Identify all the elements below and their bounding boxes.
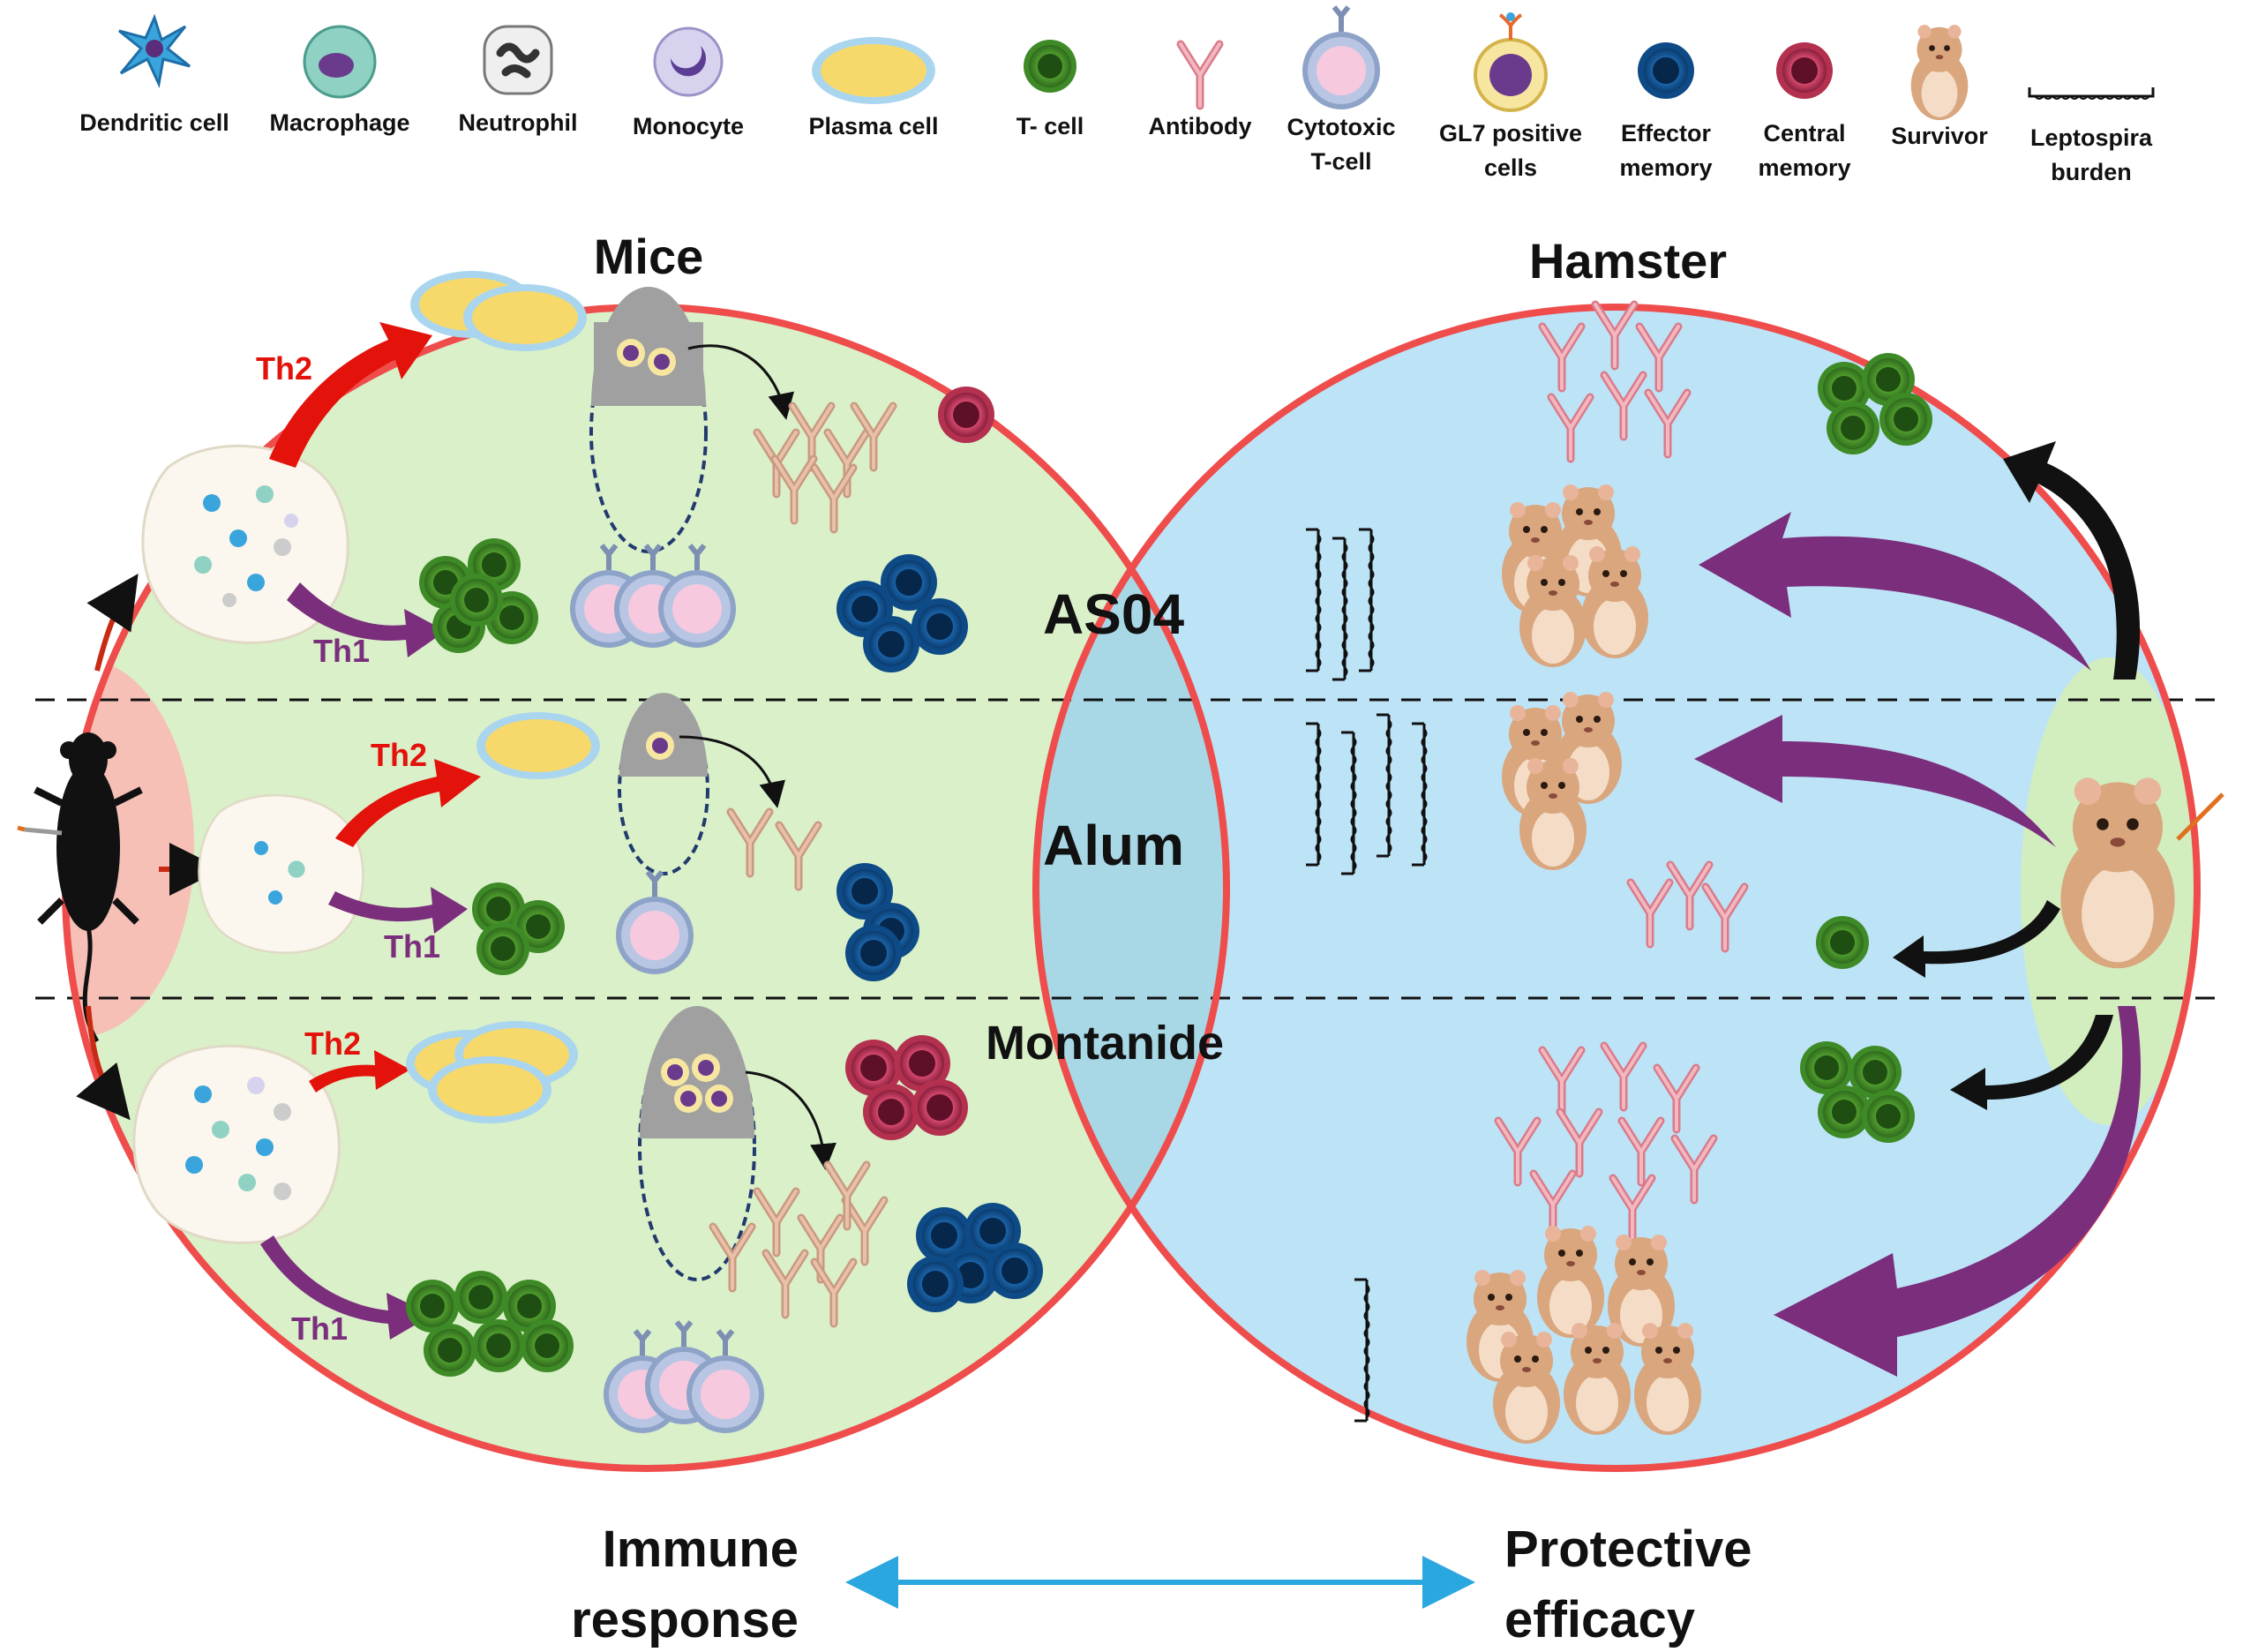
th2-label-as04: Th2 xyxy=(256,350,312,387)
legend-leptospira-label-1: Leptospira xyxy=(2030,124,2153,151)
row-label-alum: Alum xyxy=(1043,814,1184,877)
legend-effector-label-2: memory xyxy=(1619,154,1712,181)
germinal-center-montanide xyxy=(638,1006,836,1281)
th2-label-montanide: Th2 xyxy=(304,1025,361,1062)
germinal-center-alum xyxy=(618,693,785,875)
footer-immune-1: Immune xyxy=(603,1521,799,1578)
neutrophil-icon xyxy=(483,25,553,95)
arrow-hamster-alum-black xyxy=(1893,900,2060,978)
central-memory-icon xyxy=(1776,42,1833,99)
row-label-as04: AS04 xyxy=(1043,582,1185,646)
plasma-cell-alum xyxy=(476,712,600,779)
th1-label-montanide: Th1 xyxy=(291,1310,348,1347)
th1-arrow-alum xyxy=(328,887,468,934)
legend-monocyte-label: Monocyte xyxy=(633,113,744,139)
leptospira-burden-icon xyxy=(2028,87,2155,100)
arrow-hamster-montanide-purple xyxy=(1774,1006,2142,1377)
row-label-montanide: Montanide xyxy=(986,1017,1224,1070)
arrow-mouse-to-as04 xyxy=(86,574,139,672)
legend: Dendritic cell Macrophage Neutrophil Mon… xyxy=(79,7,2155,185)
vaccinated-hamster-icon xyxy=(2060,777,2224,969)
footer-immune-2: response xyxy=(571,1591,799,1648)
arrow-hamster-montanide-black xyxy=(1950,1015,2113,1110)
th1-arrow-as04 xyxy=(287,582,446,657)
macrophage-icon xyxy=(303,25,377,99)
th2-arrow-as04 xyxy=(269,322,432,468)
legend-leptospira-label-2: burden xyxy=(2051,159,2132,185)
legend-central-label-1: Central xyxy=(1763,120,1845,146)
mice-circle xyxy=(65,307,1227,1468)
legend-survivor-label: Survivor xyxy=(1891,123,1988,149)
legend-macrophage-label: Macrophage xyxy=(269,109,409,136)
hamster-circle xyxy=(1036,307,2197,1468)
th2-label-alum: Th2 xyxy=(371,737,427,773)
mouse-icon xyxy=(17,732,143,1043)
t-cell-icon xyxy=(1024,40,1076,93)
legend-effector-label-1: Effector xyxy=(1621,120,1712,146)
legend-antibody-label: Antibody xyxy=(1149,113,1252,139)
legend-neutrophil-label: Neutrophil xyxy=(459,109,578,136)
arrow-hamster-as04-purple xyxy=(1699,512,2091,671)
lymph-node-as04 xyxy=(141,444,349,644)
arrow-mouse-to-montanide xyxy=(76,1005,131,1121)
legend-plasma-label: Plasma cell xyxy=(808,113,938,139)
plasma-cell-icon xyxy=(812,37,935,104)
th2-arrow-alum xyxy=(335,759,481,847)
gl7-positive-cell-icon xyxy=(1474,12,1548,112)
th2-arrow-montanide xyxy=(309,1050,410,1093)
legend-central-label-2: memory xyxy=(1758,154,1850,181)
effector-memory-icon xyxy=(1638,42,1694,99)
th1-label-alum: Th1 xyxy=(384,928,440,965)
legend-gl7-label-2: cells xyxy=(1484,154,1537,181)
dendritic-cell-icon xyxy=(118,13,191,88)
monocyte-icon xyxy=(653,26,724,97)
legend-gl7-label-1: GL7 positive xyxy=(1439,120,1582,146)
central-memory-as04 xyxy=(938,387,994,443)
mice-title: Mice xyxy=(594,229,704,284)
plasma-cells-as04 xyxy=(410,271,587,351)
legend-tcell-label: T- cell xyxy=(1016,113,1084,139)
footer-protective-1: Protective xyxy=(1504,1521,1752,1578)
t-cell-hamster-alum xyxy=(1816,916,1869,969)
arrow-hamster-as04-black xyxy=(2003,441,2141,680)
footer-protective-2: efficacy xyxy=(1504,1591,1695,1648)
survivor-hamster-icon xyxy=(1910,25,1969,121)
legend-cytotoxic-label-1: Cytotoxic xyxy=(1287,114,1395,140)
lymph-node-montanide xyxy=(132,1044,341,1244)
antibody-icon xyxy=(1181,44,1219,106)
lymph-node-alum xyxy=(198,794,364,954)
th1-label-as04: Th1 xyxy=(313,633,370,669)
cytotoxic-t-cell-icon xyxy=(1302,7,1380,109)
th1-arrow-montanide xyxy=(260,1235,432,1340)
hamster-circle-border xyxy=(1032,304,2201,1472)
hamster-title: Hamster xyxy=(1529,233,1727,289)
legend-dendritic-label: Dendritic cell xyxy=(79,109,229,136)
legend-cytotoxic-label-2: T-cell xyxy=(1310,148,1371,175)
arrow-hamster-alum-purple xyxy=(1694,715,2056,847)
